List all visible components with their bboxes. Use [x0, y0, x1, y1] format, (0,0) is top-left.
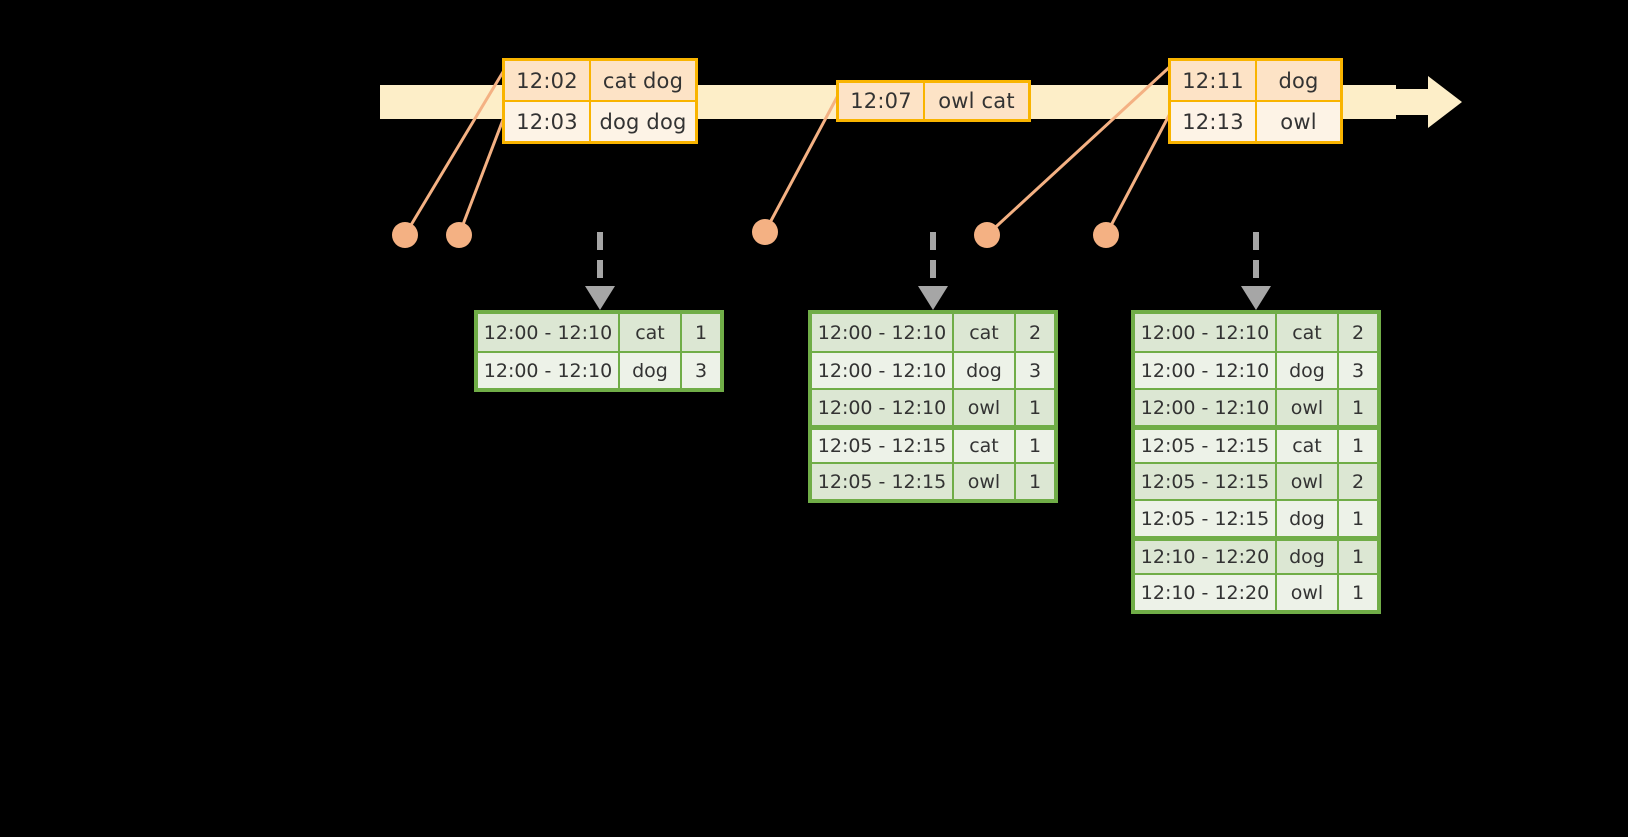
state-arrow-2: [918, 232, 948, 310]
cell-word: cat: [954, 430, 1016, 462]
event-row[interactable]: 12:07 owl cat: [839, 83, 1028, 119]
cell-window: 12:00 - 12:10: [1135, 390, 1277, 425]
event-row[interactable]: 12:11 dog: [1171, 61, 1340, 100]
event-marker-1202: [392, 222, 418, 248]
cell-word: dog: [1277, 501, 1339, 536]
cell-count: 2: [1016, 314, 1054, 351]
cell-window: 12:05 - 12:15: [1135, 430, 1277, 462]
cell-count: 1: [1339, 430, 1377, 462]
cell-word: dog: [1277, 353, 1339, 388]
event-group-1[interactable]: 12:02 cat dog 12:03 dog dog: [502, 58, 698, 144]
cell-word: cat: [1277, 430, 1339, 462]
cell-word: dog: [1277, 541, 1339, 573]
event-group-2[interactable]: 12:07 owl cat: [836, 80, 1031, 122]
cell-window: 12:00 - 12:10: [812, 314, 954, 351]
cell-count: 3: [682, 353, 720, 388]
cell-count: 2: [1339, 314, 1377, 351]
cell-count: 1: [682, 314, 720, 351]
cell-count: 1: [1016, 464, 1054, 499]
event-marker-1203: [446, 222, 472, 248]
event-time: 12:03: [505, 102, 591, 141]
event-row[interactable]: 12:03 dog dog: [505, 100, 695, 141]
cell-window: 12:00 - 12:10: [1135, 353, 1277, 388]
event-words: dog: [1257, 61, 1340, 100]
cell-word: owl: [1277, 390, 1339, 425]
state-arrow-1: [585, 232, 615, 310]
cell-word: cat: [1277, 314, 1339, 351]
state-arrow-3: [1241, 232, 1271, 310]
cell-window: 12:10 - 12:20: [1135, 575, 1277, 610]
event-group-3[interactable]: 12:11 dog 12:13 owl: [1168, 58, 1343, 144]
event-marker-1207: [752, 219, 778, 245]
cell-window: 12:00 - 12:10: [478, 353, 620, 388]
cell-count: 1: [1339, 501, 1377, 536]
cell-window: 12:00 - 12:10: [812, 390, 954, 425]
cell-word: dog: [620, 353, 682, 388]
cell-word: cat: [954, 314, 1016, 351]
event-words: dog dog: [591, 102, 695, 141]
event-marker-1211: [974, 222, 1000, 248]
cell-word: owl: [954, 464, 1016, 499]
cell-window: 12:05 - 12:15: [1135, 464, 1277, 499]
cell-word: cat: [620, 314, 682, 351]
time-axis-arrow: [1392, 76, 1462, 128]
event-words: cat dog: [591, 61, 695, 100]
cell-word: dog: [954, 353, 1016, 388]
cell-count: 1: [1339, 575, 1377, 610]
cell-count: 1: [1339, 390, 1377, 425]
cell-count: 2: [1339, 464, 1377, 499]
cell-word: owl: [1277, 575, 1339, 610]
event-words: owl: [1257, 102, 1340, 141]
cell-count: 1: [1016, 430, 1054, 462]
event-time: 12:13: [1171, 102, 1257, 141]
event-row[interactable]: 12:13 owl: [1171, 100, 1340, 141]
event-marker-1213: [1093, 222, 1119, 248]
cell-window: 12:05 - 12:15: [1135, 501, 1277, 536]
cell-window: 12:10 - 12:20: [1135, 541, 1277, 573]
cell-window: 12:00 - 12:10: [478, 314, 620, 351]
cell-window: 12:00 - 12:10: [1135, 314, 1277, 351]
cell-count: 1: [1339, 541, 1377, 573]
cell-count: 1: [1016, 390, 1054, 425]
cell-window: 12:05 - 12:15: [812, 464, 954, 499]
cell-word: owl: [1277, 464, 1339, 499]
cell-count: 3: [1016, 353, 1054, 388]
event-words: owl cat: [925, 83, 1028, 119]
cell-window: 12:05 - 12:15: [812, 430, 954, 462]
cell-word: owl: [954, 390, 1016, 425]
event-time: 12:07: [839, 83, 925, 119]
event-time: 12:02: [505, 61, 591, 100]
cell-window: 12:00 - 12:10: [812, 353, 954, 388]
event-row[interactable]: 12:02 cat dog: [505, 61, 695, 100]
cell-count: 3: [1339, 353, 1377, 388]
event-time: 12:11: [1171, 61, 1257, 100]
